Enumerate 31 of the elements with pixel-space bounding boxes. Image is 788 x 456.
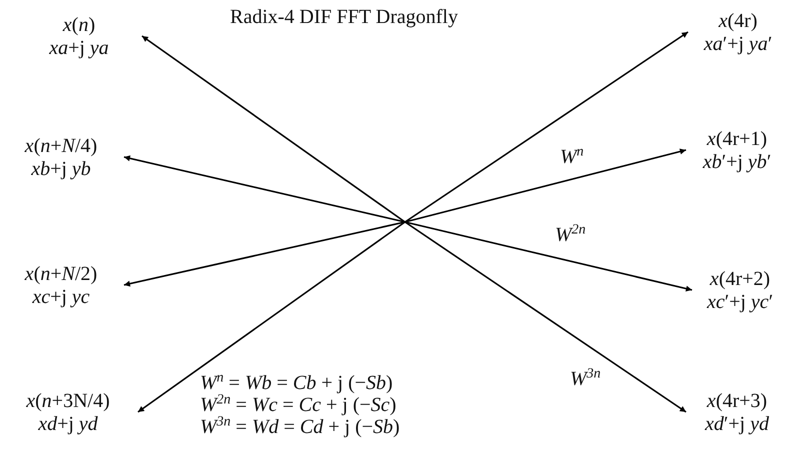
complex-value: xc+j yc [32,286,90,309]
diagram-title: Radix-4 DIF FFT Dragonfly [230,6,458,29]
arrow [404,221,692,292]
complex-value: xb′+j yb′ [702,151,772,174]
twiddle-factor-label: W$^{2n}$ [555,224,586,246]
twiddle-factor-label: W$^{n}$ [560,146,584,168]
signal-name: x(4r+3) [706,390,768,413]
arrow [124,221,406,287]
signal-name: x(n+N/2) [24,263,98,286]
arrow [404,221,686,413]
signal-name: x(n+N/4) [24,135,98,158]
complex-value: xa+j ya [49,37,109,60]
arrow [138,221,406,413]
complex-value: xd+j yd [38,413,98,436]
arrow [404,148,686,223]
signal-name: x(n+3N/4) [26,390,110,413]
signal-name: x(4r+1) [706,128,768,151]
arrow [142,35,406,223]
complex-value: xa′+j ya′ [704,33,772,56]
twiddle-formula: W$^{n}$ = Wb = Cb + j (−Sb) [200,372,393,394]
twiddle-factor-label: W$^{3n}$ [570,368,601,390]
complex-value: xc′+j yc′ [706,291,774,314]
twiddle-formula: W$^{2n}$ = Wc = Cc + j (−Sc) [200,394,396,416]
signal-name: x(4r+2) [710,268,770,291]
arrow [124,155,406,223]
complex-value: xb+j yb [31,158,91,181]
signal-name: x(4r) [718,10,758,33]
signal-name: x(n) [62,14,96,37]
complex-value: xd′+j yd [705,413,769,436]
arrow [404,31,688,223]
twiddle-formula: W$^{3n}$ = Wd = Cd + j (−Sb) [200,416,400,438]
